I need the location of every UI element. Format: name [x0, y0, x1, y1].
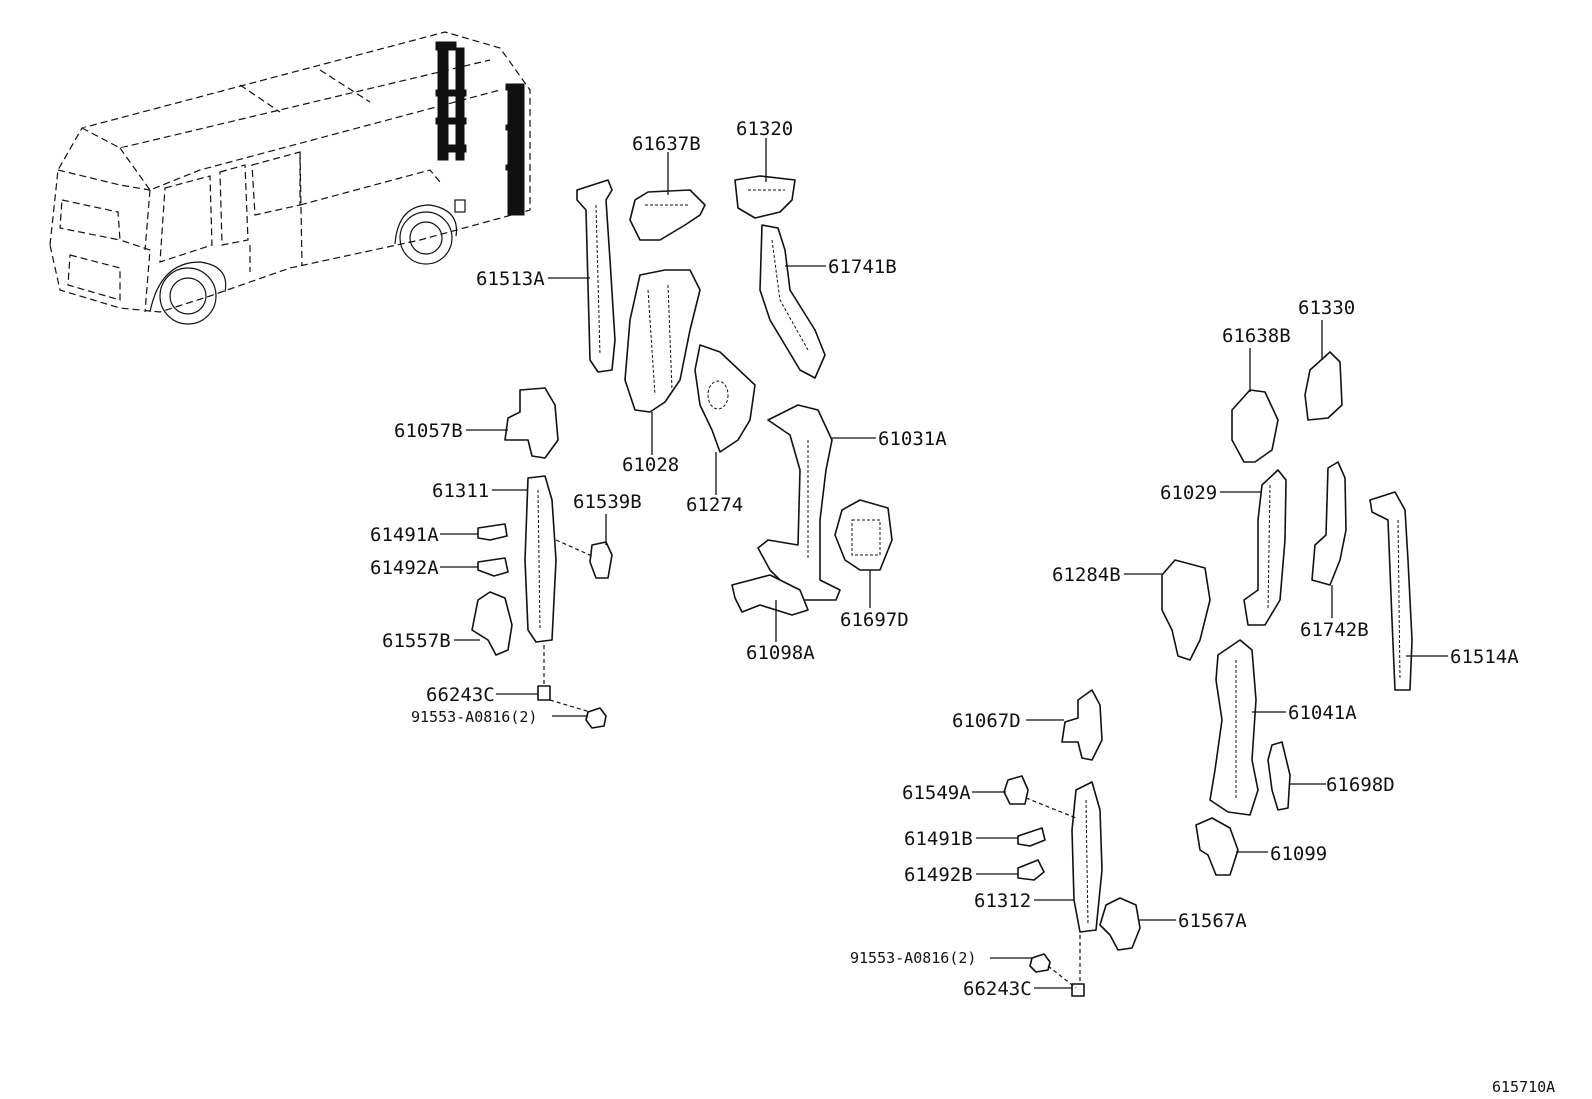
part-61742B-shape [1311, 461, 1347, 586]
label-61492B[interactable]: 61492B [904, 864, 973, 886]
part-61311-shape [524, 475, 557, 643]
label-61567A[interactable]: 61567A [1178, 910, 1247, 932]
label-61549A[interactable]: 61549A [902, 782, 971, 804]
part-61698D-shape [1267, 741, 1291, 811]
leader-lines [440, 138, 1448, 989]
part-61638B-shape [1231, 389, 1279, 463]
label-66243C-left[interactable]: 66243C [426, 684, 495, 706]
part-61492A-shape [477, 557, 509, 577]
label-61284B[interactable]: 61284B [1052, 564, 1121, 586]
label-61698D[interactable]: 61698D [1326, 774, 1395, 796]
part-61567A-shape [1099, 897, 1141, 951]
label-61067D[interactable]: 61067D [952, 710, 1021, 732]
part-61330-shape [1304, 351, 1343, 421]
part-66243C-right-shape [1071, 983, 1085, 997]
label-66243C-right[interactable]: 66243C [963, 978, 1032, 1000]
label-91553-right[interactable]: 91553-A0816(2) [850, 949, 976, 967]
part-61513A-shape [576, 179, 616, 373]
label-61539B[interactable]: 61539B [573, 491, 642, 513]
part-61491B-shape [1017, 827, 1046, 847]
part-labels: 61513A 61637B 61320 61741B 61028 61274 6… [370, 118, 1555, 1096]
label-61742B[interactable]: 61742B [1300, 619, 1369, 641]
highlighted-pillar-front [435, 41, 467, 161]
part-61057B-shape [504, 387, 559, 459]
part-61539B-shape [589, 541, 613, 579]
part-61697D-shape [834, 499, 893, 571]
label-61514A[interactable]: 61514A [1450, 646, 1519, 668]
label-61029[interactable]: 61029 [1160, 482, 1217, 504]
label-61741B[interactable]: 61741B [828, 256, 897, 278]
part-61031A-shape [757, 404, 841, 601]
label-61492A[interactable]: 61492A [370, 557, 439, 579]
part-61312-shape [1071, 781, 1103, 933]
van-illustration [49, 31, 531, 325]
part-61557B-shape [471, 591, 513, 656]
label-61557B[interactable]: 61557B [382, 630, 451, 652]
part-66243C-left-shape [537, 685, 551, 701]
part-61741B-shape [759, 224, 826, 379]
part-61098A-shape [731, 574, 809, 616]
label-61098A[interactable]: 61098A [746, 642, 815, 664]
part-61514A-shape [1369, 491, 1413, 691]
part-61284B-shape [1161, 559, 1211, 661]
part-61549A-shape [1003, 775, 1029, 805]
label-61637B[interactable]: 61637B [632, 133, 701, 155]
part-61041A-shape [1209, 639, 1259, 816]
label-61099[interactable]: 61099 [1270, 843, 1327, 865]
label-61041A[interactable]: 61041A [1288, 702, 1357, 724]
label-61513A[interactable]: 61513A [476, 268, 545, 290]
highlighted-pillar-rear [505, 83, 525, 216]
part-91553-right-shape [1029, 953, 1051, 973]
part-61492B-shape [1017, 859, 1045, 881]
part-91553-left-shape [585, 707, 607, 729]
diagram-id: 615710A [1492, 1078, 1555, 1096]
part-61067D-shape [1061, 689, 1103, 761]
part-61274-shape [694, 344, 756, 453]
part-61320-shape [734, 175, 796, 219]
part-61491A-shape [477, 523, 508, 541]
label-61028[interactable]: 61028 [622, 454, 679, 476]
label-61274[interactable]: 61274 [686, 494, 743, 516]
label-61638B[interactable]: 61638B [1222, 325, 1291, 347]
label-61320[interactable]: 61320 [736, 118, 793, 140]
label-61312[interactable]: 61312 [974, 890, 1031, 912]
label-91553-left[interactable]: 91553-A0816(2) [411, 708, 537, 726]
part-61028-shape [624, 269, 701, 413]
label-61491A[interactable]: 61491A [370, 524, 439, 546]
label-61330[interactable]: 61330 [1298, 297, 1355, 319]
part-61099-shape [1195, 817, 1239, 876]
label-61311[interactable]: 61311 [432, 480, 489, 502]
label-61491B[interactable]: 61491B [904, 828, 973, 850]
part-61029-shape [1243, 469, 1287, 626]
label-61057B[interactable]: 61057B [394, 420, 463, 442]
part-61637B-shape [629, 189, 706, 241]
label-61697D[interactable]: 61697D [840, 609, 909, 631]
label-61031A[interactable]: 61031A [878, 428, 947, 450]
